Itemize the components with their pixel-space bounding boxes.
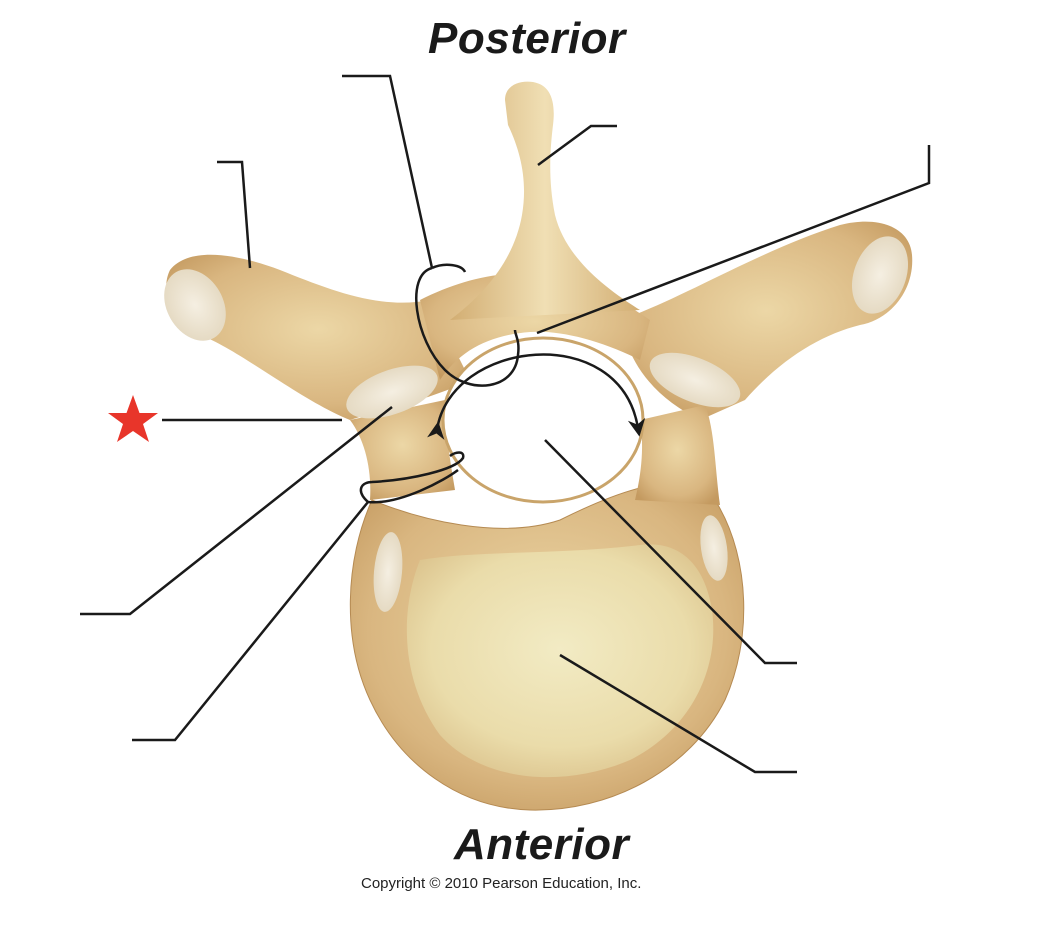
- leader-lines: [80, 74, 931, 774]
- orientation-label-posterior: Posterior: [428, 14, 626, 63]
- copyright-notice: Copyright © 2010 Pearson Education, Inc.: [361, 875, 642, 892]
- posterior-arch: [164, 81, 913, 505]
- leader-spinous-process: [537, 124, 617, 167]
- orientation-label-anterior: Anterior: [454, 820, 630, 869]
- leader-transverse-process: [217, 160, 252, 269]
- star-icon: [108, 395, 158, 442]
- label-spinous-process: [625, 117, 635, 135]
- label-pedicle: [60, 731, 70, 749]
- leader-superior-articular-facet: [80, 406, 393, 616]
- leader-lamina: [342, 74, 434, 269]
- label-vertebral-foramen: [805, 654, 815, 672]
- vertebral-body: [349, 483, 745, 811]
- label-vertebral-arch: [938, 140, 948, 158]
- label-superior-articular-process: [20, 411, 30, 429]
- leader-body: [559, 653, 797, 774]
- leader-pedicle: [132, 501, 369, 742]
- label-transverse-process: [170, 153, 180, 171]
- leader-vertebral-foramen: [544, 439, 797, 665]
- vertebral-foramen: [441, 336, 645, 504]
- leader-vertebral-arch: [536, 145, 931, 335]
- label-body: [805, 763, 815, 781]
- label-lamina: [295, 67, 305, 85]
- label-superior-articular-facet: [20, 605, 30, 623]
